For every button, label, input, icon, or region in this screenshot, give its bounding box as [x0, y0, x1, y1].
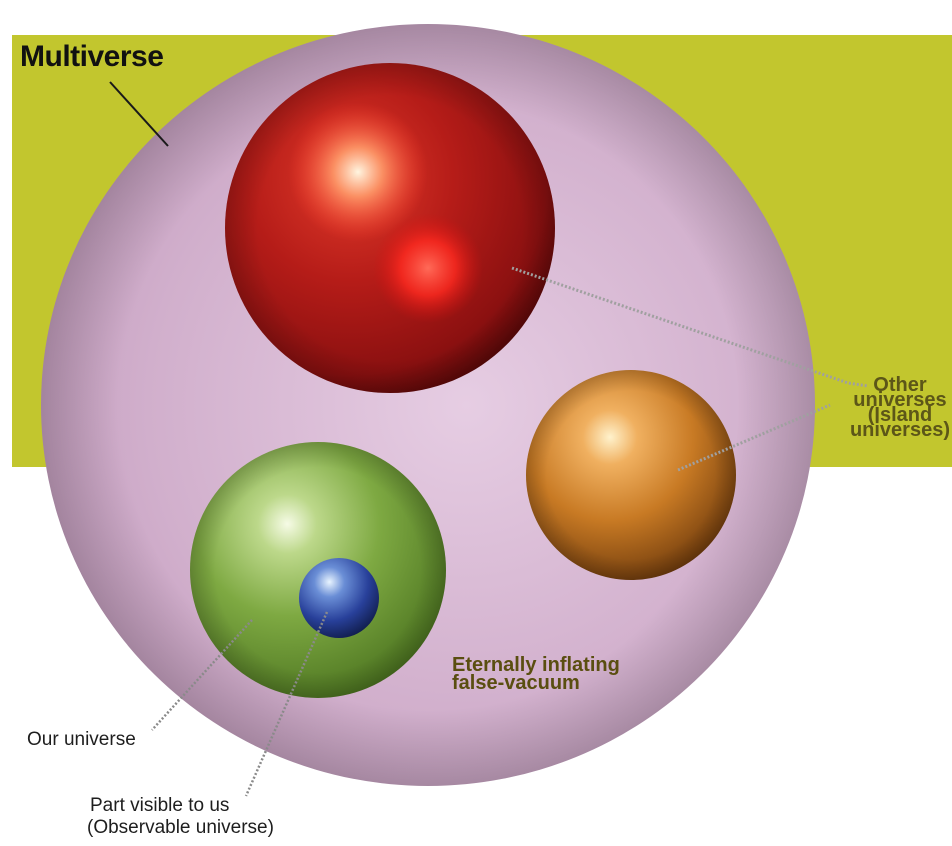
our-universe-label: Our universe — [27, 729, 136, 751]
red-universe-sphere — [225, 63, 555, 393]
other-universes-label: Other universes (Island universes) — [850, 378, 950, 438]
multiverse-label: Multiverse — [20, 40, 163, 74]
observable-universe-sphere — [299, 558, 379, 638]
observable-universe-label: Part visible to us (Observable universe) — [90, 795, 274, 839]
orange-universe-sphere — [526, 370, 736, 580]
false-vacuum-label: Eternally inflating false-vacuum — [452, 656, 620, 692]
